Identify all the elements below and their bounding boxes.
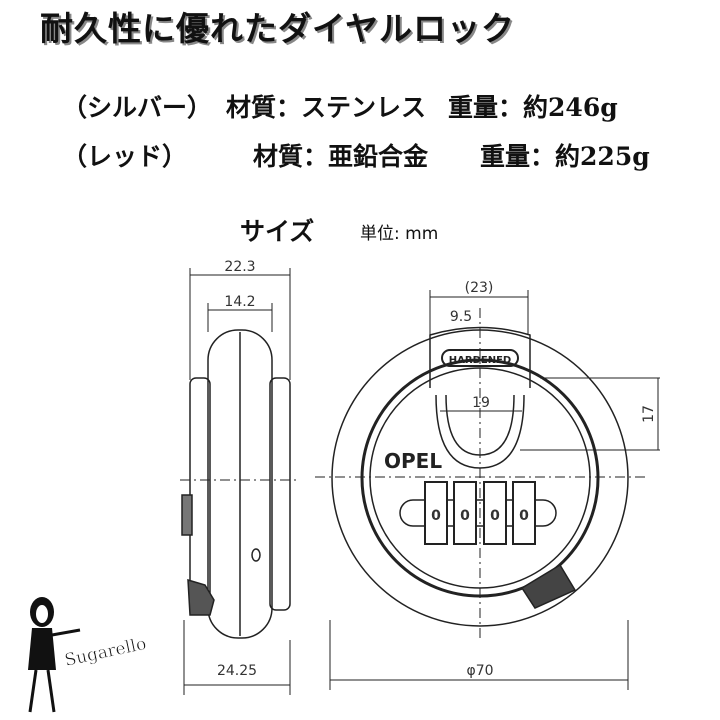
spec-row-red: （レッド） 材質：亜鉛合金 重量：約225g: [62, 137, 650, 173]
unit-label: 単位: mm: [360, 224, 439, 244]
material-label: 材質：亜鉛合金: [253, 142, 429, 171]
dim-shackle-thickness: 9.5: [450, 309, 472, 325]
dial-digit: 0: [431, 508, 441, 524]
dim-shackle-inner: 19: [472, 395, 490, 411]
dim-side-bottom: 24.25: [217, 663, 257, 679]
page-title: 耐久性に優れたダイヤルロック: [40, 9, 516, 48]
spec-row-silver: （シルバー） 材質：ステンレス重量：約246g: [62, 88, 618, 124]
dim-diameter: φ70: [466, 663, 493, 679]
brand-logo: OPEL: [384, 449, 442, 473]
front-view: HARDENED OPEL 0 0 0 0: [315, 308, 645, 642]
variant-label: （シルバー）: [62, 93, 213, 122]
dial-digit: 0: [519, 508, 529, 524]
shackle-text: HARDENED: [449, 355, 511, 366]
side-view: [180, 329, 300, 639]
weight-label: 重量：約246g: [448, 93, 618, 122]
sugarello-logo: Sugarello: [28, 597, 148, 713]
dial-digit: 0: [460, 508, 470, 524]
dimension-lines: [183, 268, 660, 695]
dim-side-total: 22.3: [224, 259, 255, 275]
dim-shackle-outer: (23): [465, 280, 494, 296]
size-heading: サイズ: [240, 217, 315, 246]
material-label: 材質：ステンレス: [226, 93, 427, 122]
dials: [424, 481, 536, 545]
svg-text:Sugarello: Sugarello: [63, 634, 148, 671]
weight-label: 重量：約225g: [480, 142, 650, 171]
dim-side-body: 14.2: [224, 294, 255, 310]
dial-digit: 0: [490, 508, 500, 524]
dim-shackle-height: 17: [641, 405, 657, 423]
variant-label: （レッド）: [62, 142, 188, 171]
